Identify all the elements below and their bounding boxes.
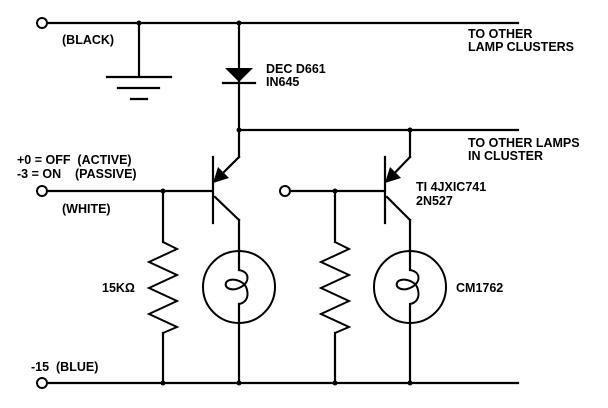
black-terminal[interactable] <box>36 17 48 29</box>
transistor-1-icon <box>211 128 241 252</box>
ground-icon <box>105 21 173 101</box>
transistor-label-2: 2N527 <box>416 194 453 208</box>
diode-icon <box>221 21 257 132</box>
resistor-value-label: 15KΩ <box>102 281 135 295</box>
blue-terminal-label: -15 (BLUE) <box>31 360 98 374</box>
white-terminal-label: (WHITE) <box>62 202 111 216</box>
junction-dot <box>236 380 242 386</box>
emitter-bus <box>236 127 520 133</box>
bottom-rail <box>36 377 520 389</box>
second-base-terminal[interactable] <box>279 185 291 197</box>
lamp-part-label: CM1762 <box>456 281 503 295</box>
resistor-1-icon <box>146 189 180 385</box>
logic-off-label: +0 = OFF (ACTIVE) <box>17 153 132 167</box>
to-other-lamp-clusters-label-1: TO OTHER <box>468 27 532 41</box>
transistor-label-1: TI 4JXIC741 <box>416 180 486 194</box>
junction-dot <box>332 380 338 386</box>
to-other-lamp-clusters-label-2: LAMP CLUSTERS <box>468 40 574 54</box>
second-input <box>279 185 386 197</box>
diode-label-2: IN645 <box>266 75 299 89</box>
diode-label-1: DEC D661 <box>266 62 326 76</box>
to-other-lamps-label-1: TO OTHER LAMPS <box>468 136 580 150</box>
logic-on-label: -3 = ON (PASSIVE) <box>17 167 137 181</box>
blue-terminal[interactable] <box>36 377 48 389</box>
white-input <box>36 185 214 197</box>
junction-dot <box>160 380 166 386</box>
white-terminal[interactable] <box>36 185 48 197</box>
resistor-2-icon <box>318 189 352 385</box>
to-other-lamps-label-2: IN CLUSTER <box>468 149 543 163</box>
top-rail <box>36 17 520 29</box>
lamp-2-icon <box>373 248 447 385</box>
lamp-1-icon <box>202 248 276 385</box>
transistor-2-icon <box>383 128 412 252</box>
black-terminal-label: (BLACK) <box>62 33 114 47</box>
junction-dot <box>407 380 413 386</box>
